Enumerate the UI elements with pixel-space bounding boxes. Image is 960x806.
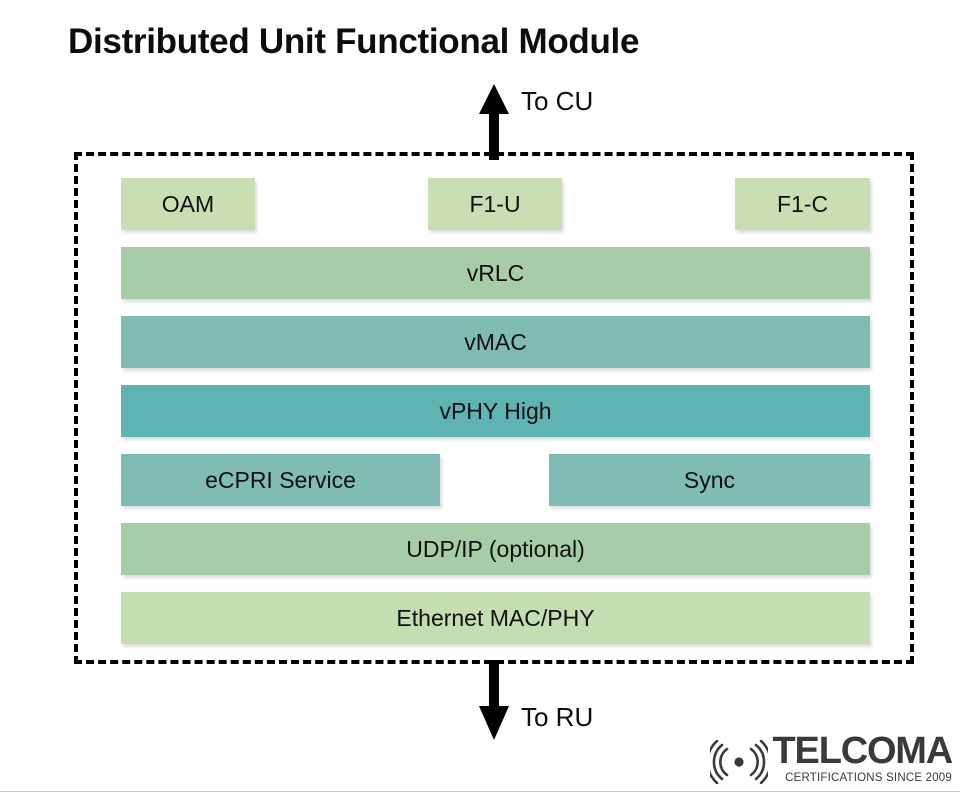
block-oam-label: OAM bbox=[161, 190, 215, 217]
layer-row-ecpri-sync: eCPRI Service Sync bbox=[121, 454, 870, 506]
layer-row-vmac: vMAC bbox=[121, 316, 870, 368]
block-udp-ip-label: UDP/IP (optional) bbox=[406, 535, 585, 562]
to-ru-label: To RU bbox=[521, 702, 594, 732]
block-ethernet-mac-phy-label: Ethernet MAC/PHY bbox=[396, 604, 595, 631]
block-vrlc-label: vRLC bbox=[466, 259, 525, 286]
block-ecpri-service-label: eCPRI Service bbox=[205, 466, 356, 493]
logo-tagline: CERTIFICATIONS SINCE 2009 bbox=[785, 771, 952, 784]
block-sync[interactable]: Sync bbox=[549, 454, 870, 506]
block-vmac[interactable]: vMAC bbox=[121, 316, 870, 368]
block-ethernet-mac-phy[interactable]: Ethernet MAC/PHY bbox=[121, 592, 870, 644]
arrow-down-icon bbox=[479, 660, 509, 740]
block-vrlc[interactable]: vRLC bbox=[121, 247, 870, 299]
block-oam[interactable]: OAM bbox=[121, 178, 255, 230]
to-cu-label: To CU bbox=[521, 86, 594, 116]
block-vphy-high-label: vPHY High bbox=[439, 397, 552, 424]
arrow-up-icon bbox=[479, 84, 509, 160]
block-vmac-label: vMAC bbox=[464, 328, 527, 355]
layer-row-udp-ip: UDP/IP (optional) bbox=[121, 523, 870, 575]
logo-wordmark: TELCOMA bbox=[772, 729, 954, 772]
layer-row-ethernet: Ethernet MAC/PHY bbox=[121, 592, 870, 644]
block-ecpri-service[interactable]: eCPRI Service bbox=[121, 454, 440, 506]
block-vphy-high[interactable]: vPHY High bbox=[121, 385, 870, 437]
block-f1-c[interactable]: F1-C bbox=[735, 178, 870, 230]
signal-waves-icon bbox=[709, 740, 768, 784]
layer-row-vphy-high: vPHY High bbox=[121, 385, 870, 437]
page-title: Distributed Unit Functional Module bbox=[68, 22, 640, 61]
block-udp-ip[interactable]: UDP/IP (optional) bbox=[121, 523, 870, 575]
footer-divider bbox=[0, 791, 960, 792]
block-sync-label: Sync bbox=[683, 466, 736, 493]
telcoma-logo: TELCOMA CERTIFICATIONS SINCE 2009 bbox=[709, 729, 954, 784]
layer-row-interfaces: OAM F1-U F1-C bbox=[121, 178, 870, 230]
layer-row-vrlc: vRLC bbox=[121, 247, 870, 299]
block-f1-c-label: F1-C bbox=[776, 190, 829, 217]
block-f1-u[interactable]: F1-U bbox=[428, 178, 562, 230]
block-f1-u-label: F1-U bbox=[469, 190, 521, 217]
